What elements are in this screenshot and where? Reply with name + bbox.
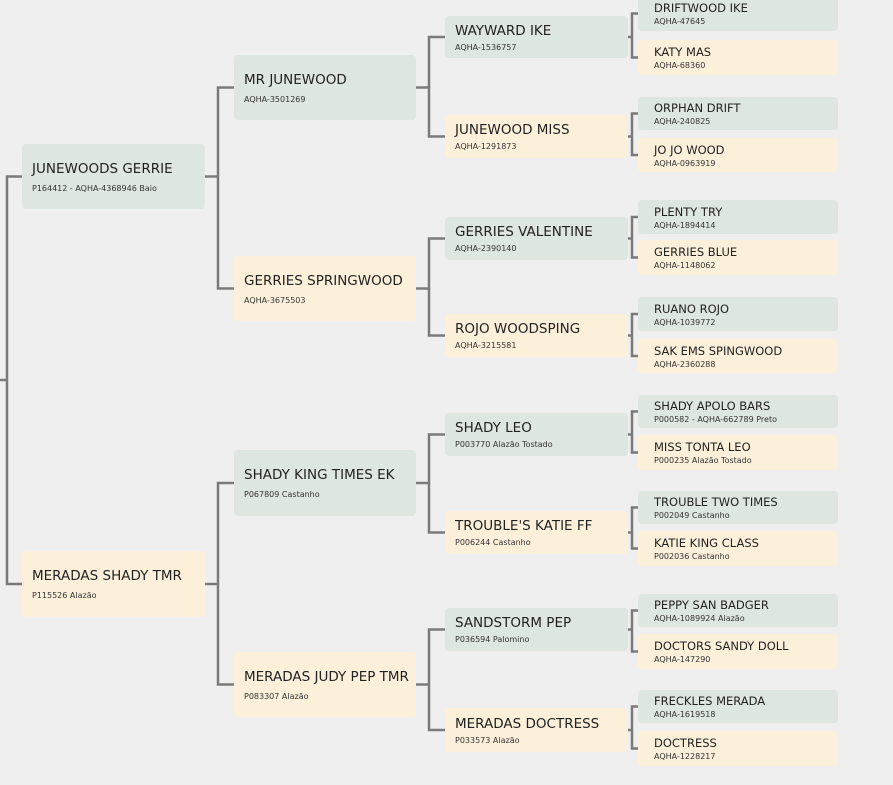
- horse-name: MR JUNEWOOD: [244, 71, 347, 88]
- horse-name: GERRIES BLUE: [654, 245, 738, 259]
- horse-card-junewood-miss[interactable]: JUNEWOOD MISS AQHA-1291873: [445, 115, 628, 158]
- horse-name: SANDSTORM PEP: [455, 615, 572, 631]
- horse-name: SHADY LEO: [455, 420, 532, 436]
- horse-registration: AQHA-68360: [654, 61, 706, 70]
- horse-card-miss-tonta-leo[interactable]: MISS TONTA LEO P000235 Alazão Tostado: [638, 435, 838, 470]
- horse-card-wayward-ike[interactable]: WAYWARD IKE AQHA-1536757: [445, 16, 628, 58]
- horse-registration: AQHA-1291873: [455, 142, 517, 151]
- horse-card-peppy-san-badger[interactable]: PEPPY SAN BADGER AQHA-1089924 Alazão: [638, 594, 838, 627]
- horse-name: FRECKLES MERADA: [654, 694, 766, 708]
- horse-card-gerries-springwood[interactable]: GERRIES SPRINGWOOD AQHA-3675503: [234, 256, 416, 321]
- horse-registration: P083307 Alazão: [244, 691, 309, 701]
- horse-name: MERADAS SHADY TMR: [32, 568, 182, 584]
- horse-registration: P115526 Alazão: [32, 591, 97, 600]
- horse-registration: AQHA-2360288: [654, 359, 716, 369]
- horse-name: DOCTORS SANDY DOLL: [654, 639, 789, 653]
- horse-card-trouble-s-katie-ff[interactable]: TROUBLE'S KATIE FF P006244 Castanho: [445, 511, 628, 554]
- connector-junewoods-gerrie-bracket: [216, 86, 234, 290]
- horse-name: ORPHAN DRIFT: [654, 101, 741, 115]
- horse-card-sandstorm-pep[interactable]: SANDSTORM PEP P036594 Palomino: [445, 608, 628, 651]
- horse-card-junewoods-gerrie[interactable]: JUNEWOODS GERRIE P164412 - AQHA-4368946 B…: [22, 144, 205, 209]
- horse-registration: AQHA-3501269: [244, 94, 306, 104]
- connector-meradas-shady-tmr-bracket: [216, 481, 234, 686]
- horse-registration: P002049 Castanho: [654, 511, 730, 520]
- horse-registration: AQHA-47645: [654, 17, 706, 26]
- horse-card-meradas-doctress[interactable]: MERADAS DOCTRESS P033573 Alazão: [445, 708, 628, 752]
- horse-name: WAYWARD IKE: [455, 22, 552, 39]
- horse-card-meradas-shady-tmr[interactable]: MERADAS SHADY TMR P115526 Alazão: [22, 551, 205, 617]
- horse-name: SHADY APOLO BARS: [654, 399, 771, 413]
- horse-registration: AQHA-1228217: [654, 752, 716, 761]
- horse-card-shady-king-times-ek[interactable]: SHADY KING TIMES EK P067809 Castanho: [234, 450, 416, 516]
- connector-shady-king-times-ek-bracket: [427, 433, 445, 534]
- horse-registration: AQHA-3215581: [455, 341, 517, 350]
- horse-card-katie-king-class[interactable]: KATIE KING CLASS P002036 Castanho: [638, 531, 838, 566]
- connector-gerries-springwood-bracket: [427, 237, 445, 337]
- horse-card-gerries-blue[interactable]: GERRIES BLUE AQHA-1148062: [638, 240, 838, 275]
- horse-name: JUNEWOOD MISS: [455, 122, 570, 138]
- connector-mr-junewood-bracket: [427, 35, 445, 138]
- horse-card-shady-leo[interactable]: SHADY LEO P003770 Alazão Tostado: [445, 413, 628, 456]
- horse-card-shady-apolo-bars[interactable]: SHADY APOLO BARS P000582 - AQHA-662789 Pr…: [638, 395, 838, 428]
- horse-registration: P006244 Castanho: [455, 538, 531, 547]
- horse-name: MERADAS JUDY PEP TMR: [244, 668, 409, 685]
- connector-meradas-judy-pep-tmr-bracket: [427, 628, 445, 732]
- horse-name: PLENTY TRY: [654, 204, 723, 219]
- horse-registration: AQHA-1619518: [654, 710, 716, 719]
- horse-name: TROUBLE'S KATIE FF: [455, 518, 593, 534]
- horse-registration: AQHA-240825: [654, 117, 711, 126]
- horse-name: MERADAS DOCTRESS: [455, 715, 600, 732]
- horse-name: GERRIES VALENTINE: [455, 224, 593, 240]
- horse-card-mr-junewood[interactable]: MR JUNEWOOD AQHA-3501269: [234, 55, 416, 120]
- horse-registration: P033573 Alazão: [455, 735, 520, 745]
- horse-name: RUANO ROJO: [654, 301, 730, 316]
- horse-registration: AQHA-1148062: [654, 261, 716, 270]
- horse-registration: P000582 - AQHA-662789 Preto: [654, 415, 777, 424]
- horse-name: SAK EMS SPINGWOOD: [654, 343, 783, 358]
- horse-registration: P036594 Palomino: [455, 635, 530, 644]
- horse-name: PEPPY SAN BADGER: [654, 598, 769, 612]
- horse-card-meradas-judy-pep-tmr[interactable]: MERADAS JUDY PEP TMR P083307 Alazão: [234, 652, 416, 717]
- horse-registration: AQHA-147290: [654, 655, 711, 664]
- horse-registration: AQHA-0963919: [654, 158, 716, 168]
- horse-name: ROJO WOODSPING: [455, 321, 581, 337]
- horse-card-driftwood-ike[interactable]: DRIFTWOOD IKE AQHA-47645: [638, 0, 838, 31]
- horse-registration: AQHA-1536757: [455, 42, 517, 52]
- horse-card-orphan-drift[interactable]: ORPHAN DRIFT AQHA-240825: [638, 97, 838, 130]
- horse-registration: P002036 Castanho: [654, 552, 730, 561]
- horse-name: DRIFTWOOD IKE: [654, 1, 748, 15]
- horse-registration: P000235 Alazão Tostado: [654, 456, 752, 465]
- horse-registration: P164412 - AQHA-4368946 Baio: [32, 183, 157, 193]
- horse-registration: AQHA-2390140: [455, 244, 517, 253]
- root-bracket: [5, 175, 22, 586]
- horse-card-rojo-woodsping[interactable]: ROJO WOODSPING AQHA-3215581: [445, 314, 628, 357]
- horse-name: TROUBLE TWO TIMES: [654, 495, 778, 509]
- horse-name: MISS TONTA LEO: [654, 440, 751, 454]
- horse-card-trouble-two-times[interactable]: TROUBLE TWO TIMES P002049 Castanho: [638, 491, 838, 524]
- horse-registration: AQHA-1894414: [654, 220, 716, 230]
- horse-card-gerries-valentine[interactable]: GERRIES VALENTINE AQHA-2390140: [445, 217, 628, 260]
- horse-registration: AQHA-3675503: [244, 295, 306, 305]
- horse-card-doctress[interactable]: DOCTRESS AQHA-1228217: [638, 731, 838, 766]
- horse-registration: P003770 Alazão Tostado: [455, 440, 553, 449]
- horse-name: GERRIES SPRINGWOOD: [244, 272, 403, 289]
- horse-name: SHADY KING TIMES EK: [244, 467, 395, 483]
- horse-card-freckles-merada[interactable]: FRECKLES MERADA AQHA-1619518: [638, 690, 838, 723]
- horse-name: KATIE KING CLASS: [654, 536, 759, 550]
- horse-registration: P067809 Castanho: [244, 490, 320, 499]
- horse-name: DOCTRESS: [654, 736, 717, 750]
- horse-card-doctors-sandy-doll[interactable]: DOCTORS SANDY DOLL AQHA-147290: [638, 634, 838, 669]
- horse-name: JUNEWOODS GERRIE: [32, 160, 173, 177]
- horse-registration: AQHA-1089924 Alazão: [654, 614, 745, 623]
- horse-registration: AQHA-1039772: [654, 317, 716, 327]
- horse-card-katy-mas[interactable]: KATY MAS AQHA-68360: [638, 40, 838, 75]
- horse-name: JO JO WOOD: [654, 142, 725, 157]
- horse-name: KATY MAS: [654, 45, 712, 59]
